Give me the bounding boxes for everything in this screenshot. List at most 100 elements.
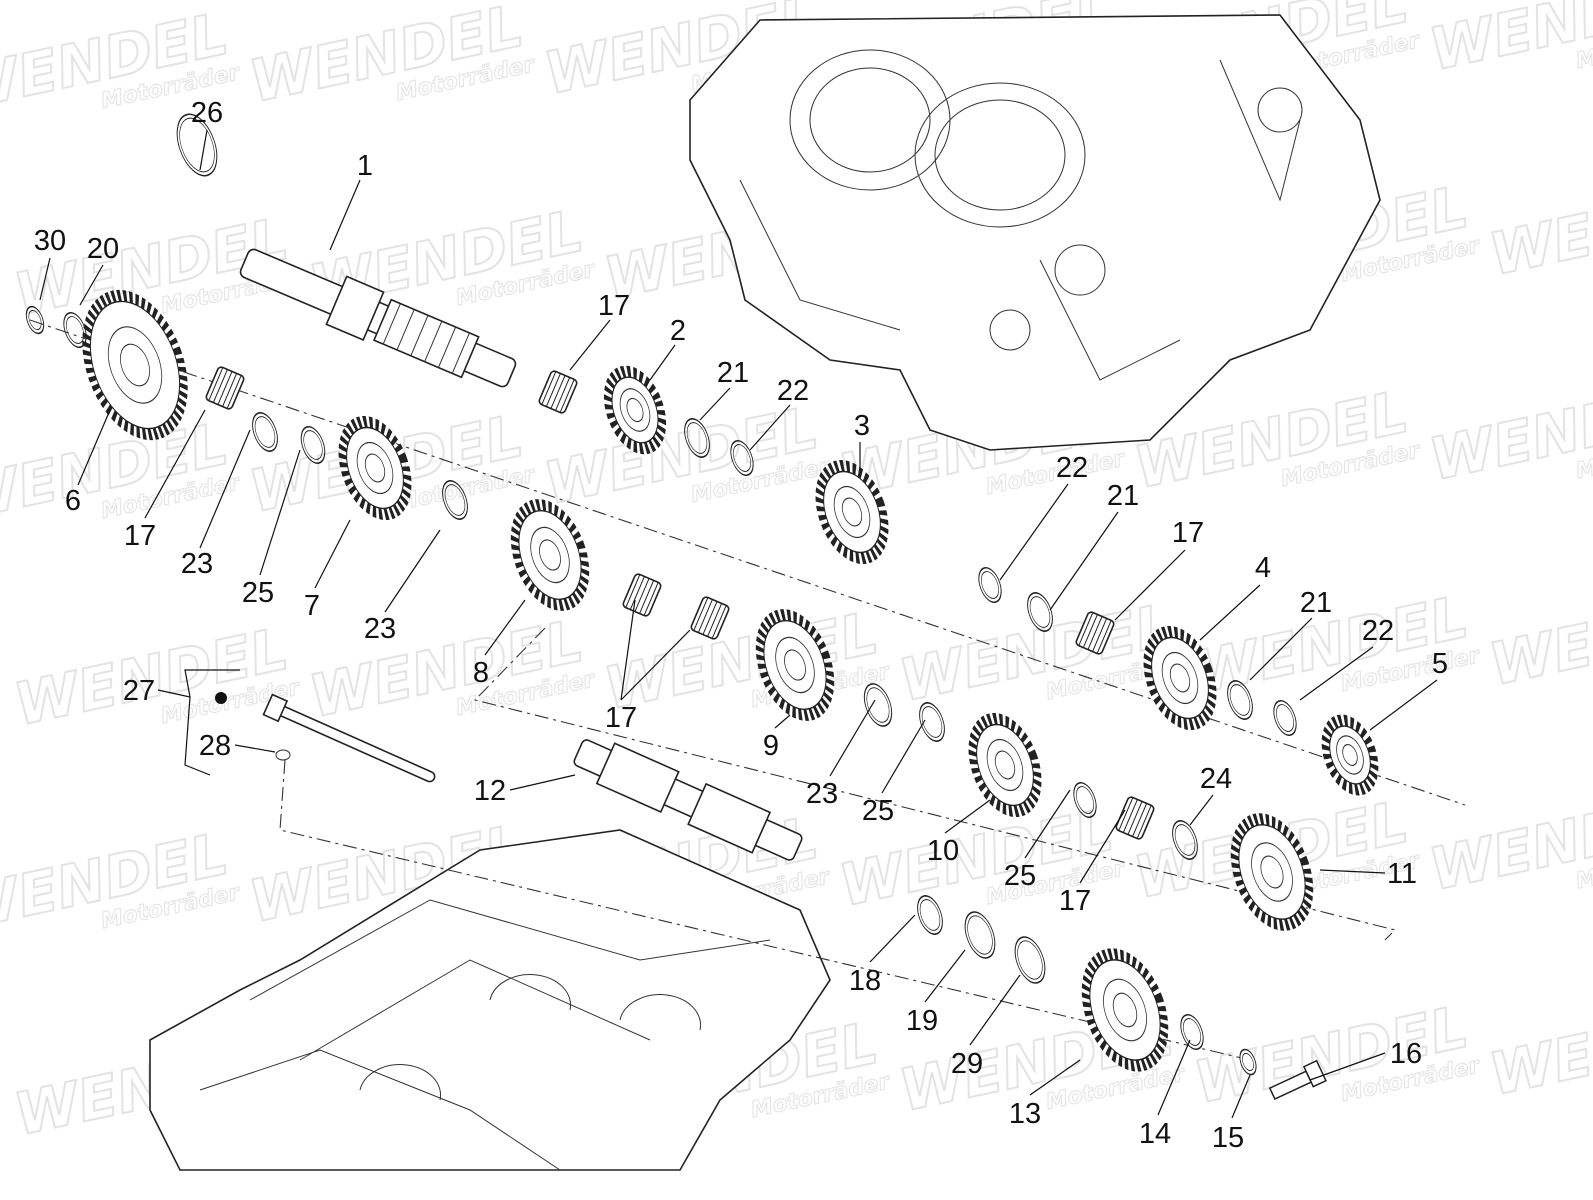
svg-text:WENDEL: WENDEL (244, 0, 529, 116)
gear-11 (1230, 813, 1314, 931)
callout-3: 3 (854, 410, 870, 442)
output-axis (279, 759, 1251, 1061)
svg-text:WENDEL: WENDEL (1484, 575, 1593, 699)
svg-text:WENDEL: WENDEL (1484, 165, 1593, 289)
circlip-30 (25, 305, 45, 335)
svg-text:WENDEL: WENDEL (1424, 0, 1593, 84)
main-shaft-axis (29, 319, 1466, 806)
callout-17: 17 (598, 290, 630, 322)
callout-4: 4 (1255, 552, 1271, 584)
callout-17: 17 (605, 702, 637, 734)
callout-27: 27 (123, 675, 155, 707)
needle-bearing-17 (1115, 796, 1155, 840)
upper-crankcase (689, 14, 1381, 451)
callout-23: 23 (806, 778, 838, 810)
callout-9: 9 (763, 730, 779, 762)
callout-28: 28 (199, 730, 231, 762)
callout-20: 20 (87, 233, 119, 265)
callout-26: 26 (191, 97, 223, 129)
callout-22: 22 (777, 375, 809, 407)
lock-washer-15 (1239, 1048, 1257, 1076)
washer-14 (1180, 1013, 1204, 1051)
callout-8: 8 (473, 657, 489, 689)
needle-bearing-17 (1075, 611, 1115, 655)
callout-14: 14 (1139, 1118, 1171, 1150)
callout-16: 16 (1390, 1038, 1422, 1070)
callout-19: 19 (906, 1005, 938, 1037)
svg-text:WENDEL: WENDEL (894, 591, 1179, 715)
callout-17: 17 (124, 520, 156, 552)
gear-3 (815, 459, 889, 565)
gear-8 (510, 499, 590, 611)
gear-5 (1321, 714, 1379, 796)
callout-24: 24 (1200, 763, 1232, 795)
circlip-22 (1273, 699, 1297, 737)
main-shaft (239, 248, 517, 388)
callout-21: 21 (1107, 480, 1139, 512)
circlip-18 (917, 895, 943, 935)
needle-bearing-17 (538, 370, 578, 414)
callout-23: 23 (364, 613, 396, 645)
svg-text:WENDEL: WENDEL (304, 607, 589, 731)
splined-washer-21 (1027, 592, 1053, 632)
callout-10: 10 (927, 835, 959, 867)
svg-text:WENDEL: WENDEL (1424, 370, 1593, 494)
callout-labels: 26 1 30 20 17 2 21 22 3 6 17 23 25 7 23 … (34, 97, 1448, 1154)
needle-bearing-17 (622, 573, 662, 617)
gear-10 (968, 712, 1042, 818)
callout-15: 15 (1212, 1122, 1244, 1154)
circlip-25 (300, 426, 326, 464)
circlip-22 (730, 439, 754, 477)
callout-23: 23 (181, 548, 213, 580)
needle-bearing-17 (690, 596, 730, 640)
reference-dot (215, 692, 227, 704)
circlip-25 (1073, 781, 1097, 819)
splined-washer-21 (1227, 680, 1253, 720)
gear-6 (82, 289, 188, 441)
gear-4 (1143, 625, 1217, 731)
callout-13: 13 (1009, 1098, 1041, 1130)
callout-12: 12 (474, 775, 506, 807)
callout-25: 25 (862, 795, 894, 827)
callout-29: 29 (951, 1048, 983, 1080)
callout-11: 11 (1387, 858, 1417, 890)
svg-text:WENDEL: WENDEL (1189, 993, 1474, 1117)
lower-crankcase (149, 829, 831, 1171)
callout-1: 1 (357, 150, 373, 182)
thrust-washer-26 (176, 113, 218, 177)
splined-washer-21 (684, 418, 710, 458)
splined-washer-23 (863, 683, 893, 727)
svg-text:WENDEL: WENDEL (539, 394, 824, 518)
callout-22: 22 (1056, 452, 1088, 484)
layshaft-axis (473, 627, 1397, 941)
splined-washer-23 (442, 480, 468, 520)
layshaft (573, 739, 803, 861)
sprocket-13 (1081, 948, 1169, 1072)
needle-bearing-17 (205, 366, 245, 410)
washer-23 (252, 412, 278, 452)
callout-17: 17 (1172, 517, 1204, 549)
gear-2 (603, 365, 667, 455)
callout-7: 7 (304, 590, 320, 622)
gear-7 (338, 415, 412, 521)
svg-text:WENDEL: WENDEL (1424, 780, 1593, 904)
callout-2: 2 (670, 315, 686, 347)
gear-9 (755, 609, 835, 721)
o-ring (275, 749, 291, 761)
circlip-22 (978, 566, 1002, 604)
bushing-19 (964, 911, 996, 959)
callout-5: 5 (1432, 648, 1448, 680)
callout-17: 17 (1059, 885, 1091, 917)
